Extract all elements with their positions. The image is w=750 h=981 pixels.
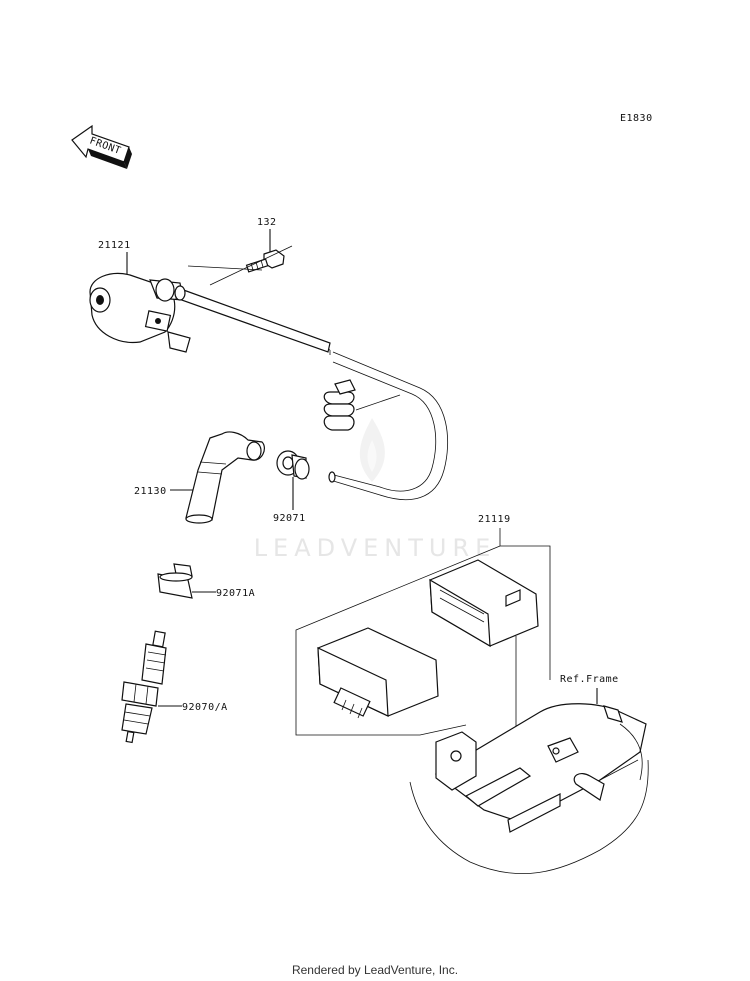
high-tension-lead bbox=[323, 351, 449, 501]
front-arrow-icon: FRONT bbox=[71, 124, 132, 169]
cap-92071A[interactable]: 92071A bbox=[157, 563, 255, 599]
part-label-92070A: 92070/A bbox=[182, 702, 228, 713]
grommet-icon bbox=[276, 450, 310, 480]
part-label-21130: 21130 bbox=[134, 486, 167, 497]
footer-credit: Rendered by LeadVenture, Inc. bbox=[291, 963, 459, 977]
part-label-92071: 92071 bbox=[273, 513, 306, 524]
spark-plug-icon bbox=[121, 630, 167, 744]
cap-icon bbox=[157, 563, 193, 599]
ignition-coil-21121[interactable]: 21121 bbox=[89, 240, 331, 353]
watermark: LEADVENTURE bbox=[254, 418, 497, 562]
ref-frame-label: Ref.Frame bbox=[560, 674, 619, 685]
watermark-text: LEADVENTURE bbox=[254, 534, 497, 562]
part-label-132: 132 bbox=[257, 217, 277, 228]
igniter-21119[interactable]: 21119 bbox=[295, 514, 551, 790]
frame-icon bbox=[409, 703, 649, 874]
plug-cap-21130[interactable]: 21130 bbox=[134, 431, 265, 524]
igniter-cover-icon bbox=[429, 559, 539, 648]
part-label-92071A: 92071A bbox=[216, 588, 255, 599]
ignition-coil-icon bbox=[89, 272, 331, 353]
igniter-unit-icon bbox=[317, 627, 439, 719]
spark-plug-92070A[interactable]: 92070/A bbox=[121, 630, 228, 744]
bolt-icon bbox=[245, 249, 285, 273]
part-label-21119: 21119 bbox=[478, 514, 511, 525]
part-label-21121: 21121 bbox=[98, 240, 131, 251]
ref-frame: Ref.Frame bbox=[409, 674, 649, 874]
clamp-icon bbox=[323, 379, 356, 431]
grommet-92071[interactable]: 92071 bbox=[273, 450, 310, 524]
plug-cap-icon bbox=[185, 431, 265, 524]
diagram-code: E1830 bbox=[620, 113, 653, 124]
leadventure-logo-icon bbox=[359, 418, 385, 482]
bolt-132[interactable]: 132 bbox=[245, 217, 285, 273]
